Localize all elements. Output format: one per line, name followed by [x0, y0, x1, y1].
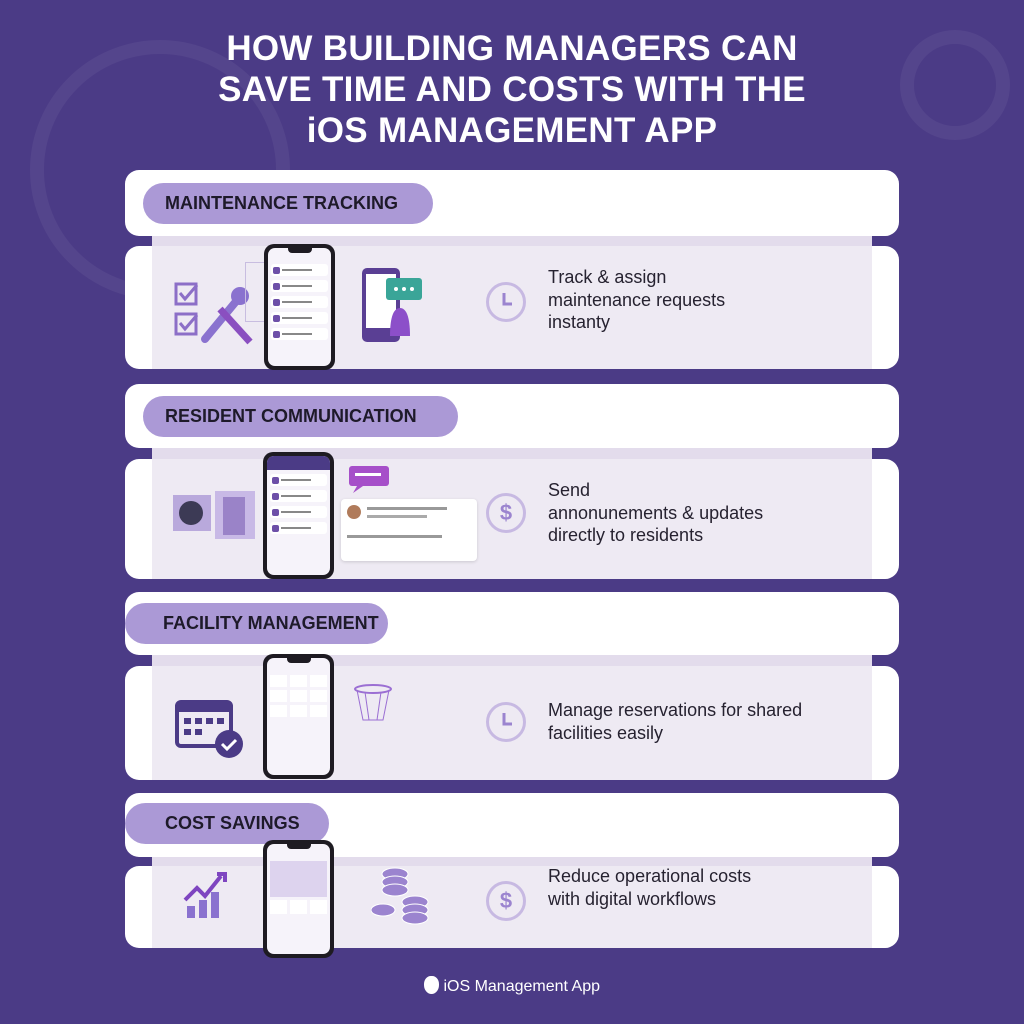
section-description: Reduce operational costs with digital wo… [548, 866, 751, 910]
description-line: annonunements & updates [548, 502, 764, 523]
description-line: facilities easily [548, 722, 664, 743]
coins-icon [371, 867, 429, 925]
dollar-icon: $ [486, 493, 526, 533]
footer: iOS Management App [0, 976, 1024, 996]
title-line: HOW BUILDING MANAGERS CAN [226, 29, 798, 68]
phone-mockup [263, 840, 334, 958]
description-line: Send [548, 480, 591, 500]
calendar-check-icon [175, 700, 243, 758]
dollar-icon: $ [486, 881, 526, 921]
phone-mockup [263, 452, 334, 579]
section-body-cost: $ Reduce operational costs with digital … [125, 866, 899, 948]
page-title: HOW BUILDING MANAGERS CAN SAVE TIME AND … [0, 28, 1024, 151]
description-line: Track & assign [548, 267, 667, 287]
section-pill-cost: COST SAVINGS [125, 803, 329, 844]
building-photos-icon [173, 491, 255, 539]
title-line: iOS MANAGEMENT APP [306, 111, 718, 150]
phone-bell-chat-icon [362, 268, 422, 342]
section-body-facility: Manage reservations for shared facilitie… [125, 666, 899, 780]
growth-chart-icon [183, 872, 227, 918]
section-description: Manage reservations for shared facilitie… [548, 699, 802, 744]
checklist-icon [174, 282, 199, 336]
description-line: Manage reservations for shared [548, 700, 803, 720]
section-description: Track & assign maintenance requests inst… [548, 266, 725, 334]
description-line: directly to residents [548, 525, 704, 545]
section-pill-maintenance: MAINTENANCE TRACKING [143, 183, 433, 224]
section-pill-facility: FACILITY MANAGEMENT [125, 603, 388, 644]
description-line: Reduce operational costs [548, 866, 752, 886]
clock-icon [486, 282, 526, 322]
section-body-communication: $ Send annonunements & updates directly … [125, 459, 899, 579]
basketball-hoop-icon [354, 684, 392, 721]
wrench-hammer-icon [201, 287, 253, 345]
description-line: with digital workflows [548, 888, 717, 909]
footer-label: iOS Management App [443, 978, 600, 995]
connector-line [245, 262, 269, 322]
title-line: SAVE TIME AND COSTS WITH THE [218, 70, 806, 109]
chat-bubble-icon [349, 466, 389, 493]
apple-logo-icon [424, 976, 439, 994]
message-card [341, 499, 477, 561]
section-body-maintenance: Track & assign maintenance requests inst… [125, 246, 899, 369]
clock-icon [486, 702, 526, 742]
description-line: instanty [548, 312, 611, 332]
description-line: maintenance requests [548, 289, 726, 310]
phone-mockup [264, 244, 335, 370]
phone-mockup [263, 654, 334, 779]
section-description: Send annonunements & updates directly to… [548, 479, 763, 547]
section-pill-communication: RESIDENT COMMUNICATION [143, 396, 458, 437]
